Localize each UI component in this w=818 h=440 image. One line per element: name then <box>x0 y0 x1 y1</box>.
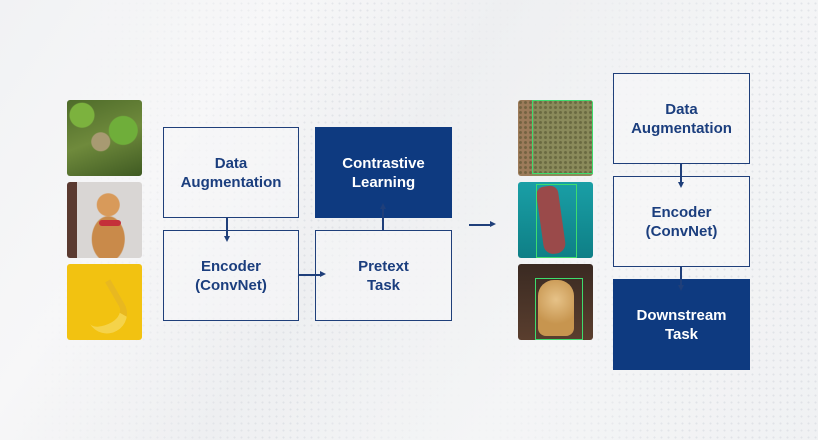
arrow-pretext-to-contrastive <box>382 208 384 230</box>
ship-image <box>518 182 593 258</box>
bird-image <box>67 100 142 176</box>
downstream-data-augmentation-label: Data Augmentation <box>631 100 732 137</box>
arrow-aug-to-encoder <box>226 218 228 236</box>
transfer-arrow <box>469 224 490 226</box>
encoder-box: Encoder (ConvNet) <box>163 230 299 321</box>
arrow-down-icon <box>677 285 684 291</box>
downstream-encoder-label: Encoder (ConvNet) <box>645 203 718 240</box>
arrow-down-icon <box>677 182 684 188</box>
arrow-up-icon <box>379 203 386 209</box>
arrow-encoder-to-pretext <box>299 274 321 276</box>
pretext-task-box: Pretext Task <box>315 230 452 321</box>
leopard-image <box>518 100 593 176</box>
bounding-box <box>535 278 583 340</box>
banana-image <box>67 264 142 340</box>
arrow-encoder-to-task-right <box>680 267 682 285</box>
contrastive-learning-box: Contrastive Learning <box>315 127 452 218</box>
downstream-encoder-box: Encoder (ConvNet) <box>613 176 750 267</box>
arrow-down-icon <box>223 236 230 242</box>
pretext-task-label: Pretext Task <box>358 257 409 294</box>
arrow-right-icon <box>490 221 496 227</box>
downstream-data-augmentation-box: Data Augmentation <box>613 73 750 164</box>
bounding-box <box>532 100 593 174</box>
arrow-right-icon <box>320 271 326 277</box>
data-augmentation-box: Data Augmentation <box>163 127 299 218</box>
arrow-aug-to-encoder-right <box>680 164 682 182</box>
data-augmentation-label: Data Augmentation <box>180 154 282 191</box>
contrastive-learning-label: Contrastive Learning <box>342 154 425 191</box>
downstream-task-label: Downstream Task <box>636 306 727 343</box>
encoder-label: Encoder (ConvNet) <box>195 257 267 294</box>
downstream-task-box: Downstream Task <box>613 279 750 370</box>
cat-image <box>67 182 142 258</box>
bounding-box <box>536 184 577 258</box>
dog-image <box>518 264 593 340</box>
